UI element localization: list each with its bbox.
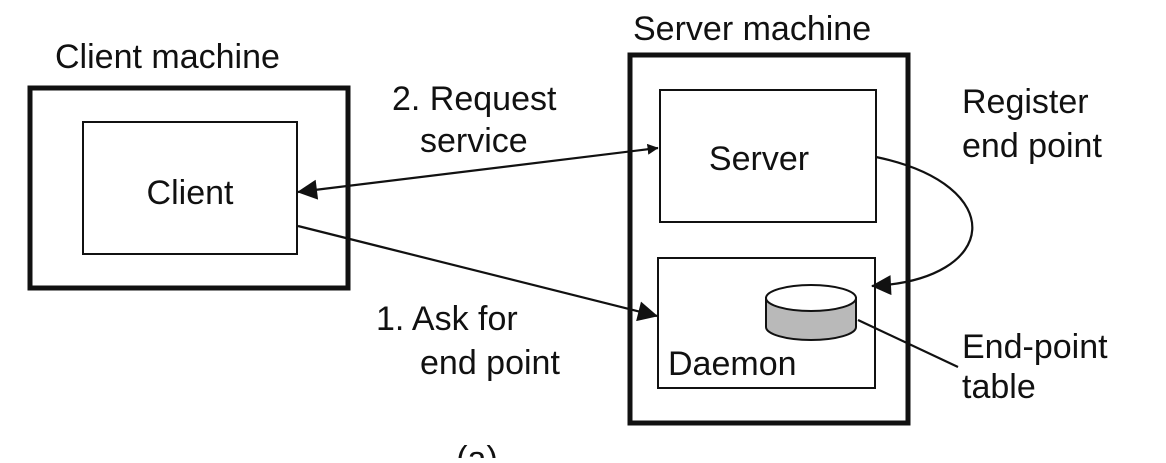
client-process-box [82, 121, 298, 255]
end-point-table-pointer [857, 319, 959, 368]
request-label-line1: 2. Request [392, 80, 557, 118]
server-process-label: Server [709, 140, 809, 178]
request-label-line2: service [420, 122, 528, 160]
figure-caption: (a) [456, 440, 498, 458]
register-endpoint-arrow [871, 155, 974, 296]
table-label-line2: table [962, 368, 1036, 406]
daemon-process-label: Daemon [668, 345, 797, 383]
server-process-box [659, 89, 877, 223]
ask-label-line1: 1. Ask for [376, 300, 518, 338]
server-machine-title: Server machine [633, 10, 871, 48]
end-point-table-icon [765, 284, 857, 341]
daemon-process-box [657, 257, 876, 389]
table-label-line1: End-point [962, 328, 1108, 366]
request-service-arrow [297, 143, 659, 200]
ask-endpoint-arrow [297, 224, 658, 322]
client-process-label: Client [147, 174, 234, 212]
server-machine-box [627, 52, 911, 426]
ask-label-line2: end point [420, 344, 560, 382]
client-machine-title: Client machine [55, 38, 280, 76]
register-label-line1: Register [962, 83, 1089, 121]
register-label-line2: end point [962, 127, 1102, 165]
